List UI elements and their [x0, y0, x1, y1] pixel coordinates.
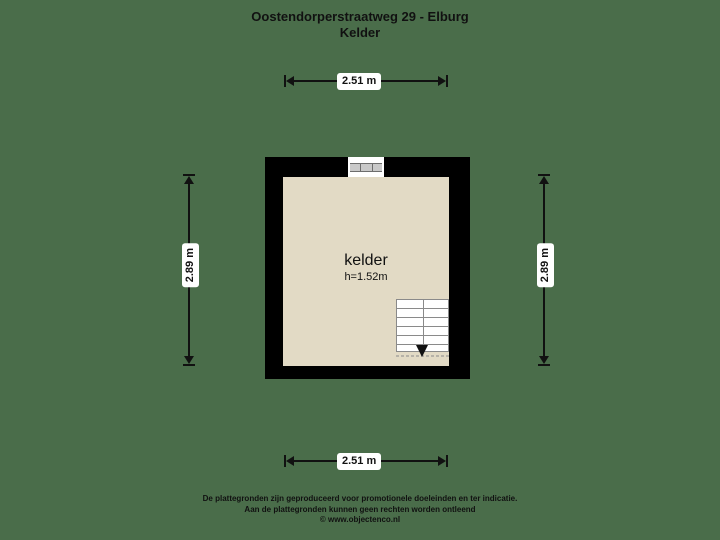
footer-disclaimer: De plattegronden zijn geproduceerd voor … — [0, 494, 720, 526]
dimension-bottom-left-arrow — [284, 455, 294, 467]
footer-line-2: Aan de plattegronden kunnen geen rechten… — [244, 504, 476, 514]
dimension-top-right-arrow — [438, 75, 448, 87]
dimension-left-label: 2.89 m — [182, 243, 199, 288]
dimension-top-left-arrow — [284, 75, 294, 87]
stair-center-line-icon — [422, 300, 424, 351]
dimension-bottom-right-arrow — [438, 455, 448, 467]
dimension-right-bottom-arrow — [538, 356, 550, 366]
window-mullion-icon — [372, 163, 373, 172]
dimension-left-bottom-arrow — [183, 356, 195, 366]
stair-tread-icon — [397, 344, 448, 345]
dimension-left-top-arrow — [183, 174, 195, 184]
footer-line-3: © www.objectenco.nl — [319, 515, 401, 524]
page-subtitle: Kelder — [339, 25, 381, 40]
dimension-bottom-label: 2.51 m — [337, 453, 382, 470]
window-mullion-icon — [360, 163, 361, 172]
footer-line-1: De plattegronden zijn geproduceerd voor … — [202, 494, 518, 503]
stair-tread-icon — [397, 317, 448, 318]
title-block: Oostendorperstraatweg 29 - Elburg Kelder — [0, 9, 720, 41]
stair-direction-arrow-icon — [396, 345, 449, 357]
dimension-right-top-arrow — [538, 174, 550, 184]
window-glass-icon — [350, 163, 382, 172]
dimension-right-label: 2.89 m — [537, 243, 554, 288]
room-label-kelder: kelder h=1.52m — [298, 251, 434, 284]
page-title: Oostendorperstraatweg 29 - Elburg — [251, 9, 469, 24]
stair-tread-icon — [397, 308, 448, 309]
stair-tread-icon — [397, 326, 448, 327]
stair-tread-icon — [397, 335, 448, 336]
room-name: kelder — [344, 252, 388, 269]
room-height: h=1.52m — [344, 271, 388, 283]
floorplan-drawing: kelder h=1.52m — [265, 157, 470, 379]
dimension-top-label: 2.51 m — [337, 73, 382, 90]
